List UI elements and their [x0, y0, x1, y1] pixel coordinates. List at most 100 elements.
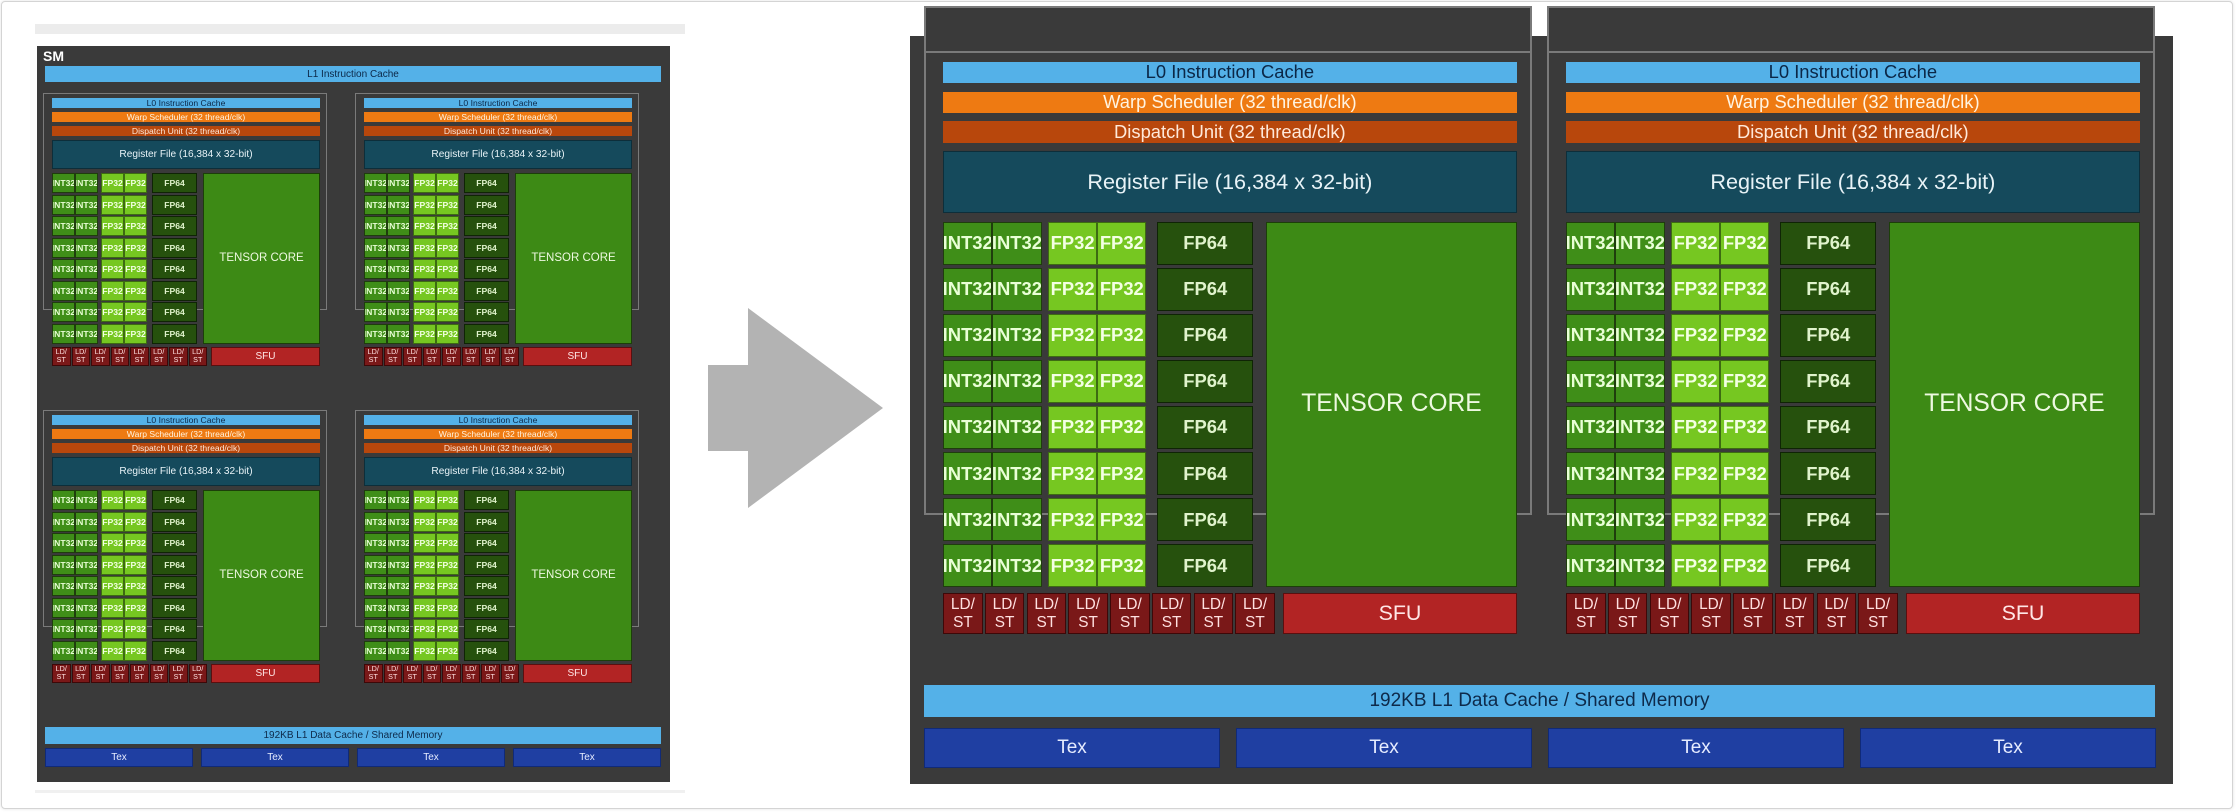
q1-fp64-core: FP64: [152, 280, 197, 301]
ld-st-label-bottom: ST: [56, 672, 66, 681]
q4-fp64-core: FP64: [464, 511, 509, 532]
q3-tensor-core: TENSOR CORE: [203, 490, 320, 661]
q2-int32-core: INT32: [387, 280, 410, 301]
q3-int32-core: INT32: [52, 511, 75, 532]
ld-st-label-bottom: ST: [446, 355, 456, 364]
ld-st-label-bottom: ST: [1078, 613, 1098, 631]
q4-fp32-core: FP32: [436, 490, 459, 510]
zq2-l0-instruction-cache: L0 Instruction Cache: [1566, 61, 2140, 83]
zq2-fp32-core: FP32: [1670, 498, 1721, 541]
ld-st-label-bottom: ST: [1784, 613, 1805, 631]
zq1-int32-core: INT32: [992, 406, 1042, 449]
q2-int32-core: INT32: [387, 173, 410, 193]
zq2-fp32-core: FP32: [1670, 406, 1721, 449]
ld-st-label-top: LD/: [1615, 595, 1640, 613]
q2-int32-core: INT32: [387, 323, 410, 344]
ld-st-label-top: LD/: [387, 663, 399, 673]
q3-fp64-core: FP64: [152, 597, 197, 618]
q3-sfu: SFU: [211, 663, 320, 683]
q4-warp-scheduler: Warp Scheduler (32 thread/clk): [364, 429, 632, 439]
q2-fp64-core: FP64: [464, 237, 509, 258]
q2-fp64-core: FP64: [464, 194, 509, 215]
q2-fp32-core: FP32: [413, 302, 436, 322]
q1-ld-st-unit: LD/ST: [91, 346, 110, 366]
ld-st-label-top: LD/: [367, 346, 379, 356]
zq1-int32-core: INT32: [943, 268, 993, 311]
q3-int32-core: INT32: [52, 597, 75, 618]
zq1-ld-st-unit: LD/ST: [1068, 593, 1108, 634]
ld-st-label-bottom: ST: [953, 613, 973, 631]
q2-ld-st-unit: LD/ST: [403, 346, 422, 366]
q3-fp64-core: FP64: [152, 640, 197, 661]
q2-fp64-core: FP64: [464, 173, 509, 193]
q4-fp64-core: FP64: [464, 597, 509, 618]
q2-int32-core: INT32: [364, 216, 387, 236]
ld-st-label-bottom: ST: [466, 672, 476, 681]
q4-fp32-core: FP32: [413, 619, 436, 639]
zq2-fp32-core: FP32: [1670, 314, 1721, 357]
zq2-ld-st-unit: LD/ST: [1858, 593, 1898, 634]
zq1-fp64-core: FP64: [1157, 452, 1254, 495]
ld-st-label-bottom: ST: [154, 355, 164, 364]
sm-label: SM: [43, 48, 64, 64]
q1-fp32-core: FP32: [124, 323, 147, 344]
ld-st-label-top: LD/: [172, 663, 184, 673]
q4-int32-core: INT32: [387, 511, 410, 532]
ld-st-label-top: LD/: [192, 346, 204, 356]
ld-st-label-top: LD/: [75, 346, 87, 356]
zq1-fp32-core: FP32: [1047, 406, 1098, 449]
q2-ld-st-unit: LD/ST: [383, 346, 402, 366]
q1-int32-core: INT32: [52, 194, 75, 215]
q1-fp32-core: FP32: [124, 237, 147, 258]
q4-int32-core: INT32: [364, 533, 387, 553]
q3-fp64-core: FP64: [152, 533, 197, 553]
bottom-divider: [35, 790, 685, 793]
q2-int32-core: INT32: [364, 259, 387, 279]
tex-unit: Tex: [513, 748, 661, 767]
ld-st-label-bottom: ST: [466, 355, 476, 364]
zq1-int32-core: INT32: [943, 360, 993, 403]
q1-fp32-core: FP32: [124, 280, 147, 301]
ld-st-label-top: LD/: [445, 346, 457, 356]
ld-st-label-bottom: ST: [173, 355, 183, 364]
ld-st-label-bottom: ST: [115, 355, 125, 364]
q4-fp32-core: FP32: [436, 554, 459, 575]
q1-fp32-core: FP32: [101, 237, 124, 258]
q2-ld-st-unit: LD/ST: [364, 346, 383, 366]
zq2-fp32-core: FP32: [1670, 268, 1721, 311]
ld-st-label-top: LD/: [406, 346, 418, 356]
q1-fp64-core: FP64: [152, 323, 197, 344]
q4-fp32-core: FP32: [413, 640, 436, 661]
ld-st-label-top: LD/: [465, 346, 477, 356]
zq1-ld-st-unit: LD/ST: [1110, 593, 1150, 634]
q3-int32-core: INT32: [75, 597, 98, 618]
q2-sfu: SFU: [523, 346, 632, 366]
q2-fp32-core: FP32: [413, 194, 436, 215]
ld-st-label-top: LD/: [1573, 595, 1598, 613]
q3-fp32-core: FP32: [124, 597, 147, 618]
q1-fp32-core: FP32: [124, 173, 147, 193]
zq1-fp32-core: FP32: [1097, 406, 1147, 449]
q2-fp32-core: FP32: [436, 259, 459, 279]
zq2-fp64-core: FP64: [1780, 452, 1877, 495]
q1-fp64-core: FP64: [152, 173, 197, 193]
zq2-sfu: SFU: [1906, 593, 2140, 634]
zq2-ld-st-unit: LD/ST: [1733, 593, 1773, 634]
zoom-l1-data-cache: 192KB L1 Data Cache / Shared Memory: [924, 685, 2155, 717]
q4-ld-st-unit: LD/ST: [481, 663, 500, 683]
q1-int32-core: INT32: [52, 259, 75, 279]
q1-fp64-core: FP64: [152, 216, 197, 236]
zq2-register-file: Register File (16,384 x 32-bit): [1566, 151, 2140, 214]
ld-st-label-top: LD/: [1201, 595, 1226, 613]
ld-st-label-bottom: ST: [1742, 613, 1763, 631]
q1-sfu: SFU: [211, 346, 320, 366]
zq2-int32-core: INT32: [1615, 498, 1665, 541]
zq1-dispatch-unit: Dispatch Unit (32 thread/clk): [943, 121, 1517, 143]
zq1-fp32-core: FP32: [1047, 360, 1098, 403]
q4-l0-instruction-cache: L0 Instruction Cache: [364, 415, 632, 425]
ld-st-label-top: LD/: [94, 346, 106, 356]
q1-l0-instruction-cache: L0 Instruction Cache: [52, 98, 320, 108]
q4-int32-core: INT32: [364, 619, 387, 639]
q3-fp32-core: FP32: [124, 511, 147, 532]
zq1-fp32-core: FP32: [1097, 498, 1147, 541]
